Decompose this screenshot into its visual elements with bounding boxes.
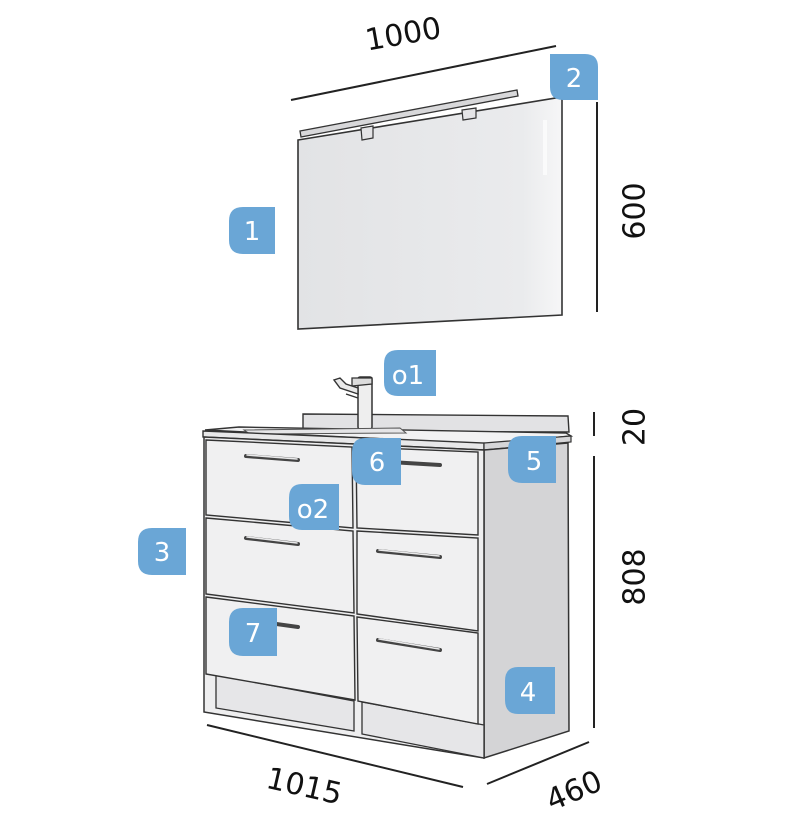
countertop xyxy=(202,426,574,451)
mirror xyxy=(297,96,563,330)
svg-text:1: 1 xyxy=(244,217,261,247)
svg-text:4: 4 xyxy=(520,678,537,708)
ref-handle: o2 xyxy=(289,484,339,530)
dim-line-cabinet-depth xyxy=(486,741,590,785)
badge-mirror: 1 xyxy=(229,207,275,254)
badge-cabinet-side: 3 xyxy=(138,528,186,575)
top-thickness-label: 20 xyxy=(618,408,653,446)
handle-left-1 xyxy=(244,454,300,462)
mirror-glass xyxy=(297,96,563,330)
drawers-left xyxy=(205,439,356,701)
handle-right-2 xyxy=(376,549,442,559)
drawer-right-3 xyxy=(356,616,479,725)
light-clip-left xyxy=(360,125,374,141)
svg-text:o1: o1 xyxy=(392,361,424,391)
mirror-height-label: 600 xyxy=(618,182,653,239)
cabinet-depth-label: 460 xyxy=(541,764,607,819)
light-bar xyxy=(299,89,519,141)
light-clip-right xyxy=(461,107,477,121)
dim-line-cabinet-width xyxy=(206,724,464,788)
mirror-width-label: 1000 xyxy=(363,11,444,59)
badge-light: 2 xyxy=(550,54,598,100)
badge-drawer: 7 xyxy=(229,608,277,656)
svg-text:7: 7 xyxy=(245,619,262,649)
badge-countertop: 5 xyxy=(508,436,556,483)
drawer-right-2 xyxy=(356,530,479,632)
svg-text:2: 2 xyxy=(566,64,583,94)
svg-text:o2: o2 xyxy=(297,495,329,525)
handle-right-3 xyxy=(376,638,442,652)
cabinet-height-label: 808 xyxy=(618,548,653,605)
drawers-right xyxy=(355,446,479,725)
svg-text:3: 3 xyxy=(154,538,171,568)
badge-basin: 6 xyxy=(352,438,401,485)
svg-text:6: 6 xyxy=(369,448,386,478)
dim-line-mirror-width xyxy=(290,45,557,101)
handle-left-2 xyxy=(244,536,300,546)
cabinet-width-label: 1015 xyxy=(263,761,345,812)
dimension-lines xyxy=(206,45,598,788)
svg-text:5: 5 xyxy=(526,447,543,477)
ref-faucet: o1 xyxy=(384,350,436,396)
badge-cabinet-body: 4 xyxy=(505,667,555,714)
